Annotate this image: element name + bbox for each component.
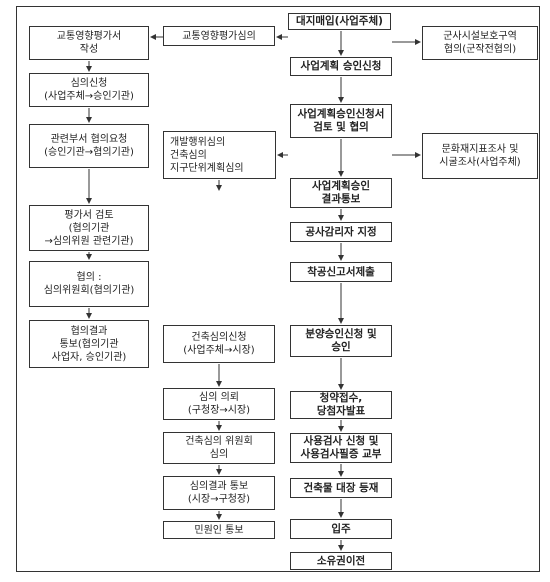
building-review-committee: 건축심의 위원회 심의 xyxy=(163,432,275,464)
building-review-request: 건축심의신청 (사업주체→시장) xyxy=(163,325,275,363)
traffic-dept-consultation: 관련부서 협의요청 (승인기관→협의기관) xyxy=(29,124,149,168)
building-petitioner-notice: 민원인 통보 xyxy=(163,521,275,539)
step-building-registry: 건축물 대장 등재 xyxy=(290,478,392,498)
building-review-result: 심의결과 통보 (시장→구청장) xyxy=(163,476,275,510)
step-plan-review: 사업계획승인신청서 검토 및 협의 xyxy=(290,104,392,138)
traffic-report-review: 평가서 검토 (협의기관 →심의위원 관련기관) xyxy=(29,205,149,251)
step-use-inspection: 사용검사 신청 및 사용검사필증 교부 xyxy=(290,433,392,463)
traffic-result-notice: 협의결과 통보(협의기관 사업자, 승인기관) xyxy=(29,320,149,368)
traffic-impact-review: 교통영향평가심의 xyxy=(163,26,275,46)
diagram-frame xyxy=(16,6,540,572)
traffic-committee-consultation: 협의 : 심의위원회(협의기관) xyxy=(29,261,149,307)
right-cultural-survey: 문화재지표조사 및 시굴조사(사업주체) xyxy=(422,133,538,179)
step-sale-approval: 분양승인신청 및 승인 xyxy=(290,325,392,357)
step-plan-approval-request: 사업계획 승인신청 xyxy=(290,57,392,76)
development-review: 개발행위심의 건축심의 지구단위계획심의 xyxy=(163,131,276,179)
step-move-in: 입주 xyxy=(290,519,392,539)
step-land-purchase: 대지매입(사업주체) xyxy=(288,13,391,30)
right-military-consultation: 군사시설보호구역 협의(군작전협의) xyxy=(422,26,538,60)
step-ownership-transfer: 소유권이전 xyxy=(290,552,392,570)
step-construction-report: 착공신고서제출 xyxy=(290,262,392,282)
step-subscription: 청약접수, 당첨자발표 xyxy=(290,391,392,419)
step-approval-result: 사업계획승인 결과통보 xyxy=(290,178,392,208)
traffic-review-request: 심의신청 (사업주체→승인기관) xyxy=(29,73,149,107)
traffic-report-writing: 교통영향평가서 작성 xyxy=(29,26,149,60)
building-review-referral: 심의 의뢰 (구청장→시장) xyxy=(163,388,275,420)
step-supervisor-designation: 공사감리자 지정 xyxy=(290,222,392,242)
